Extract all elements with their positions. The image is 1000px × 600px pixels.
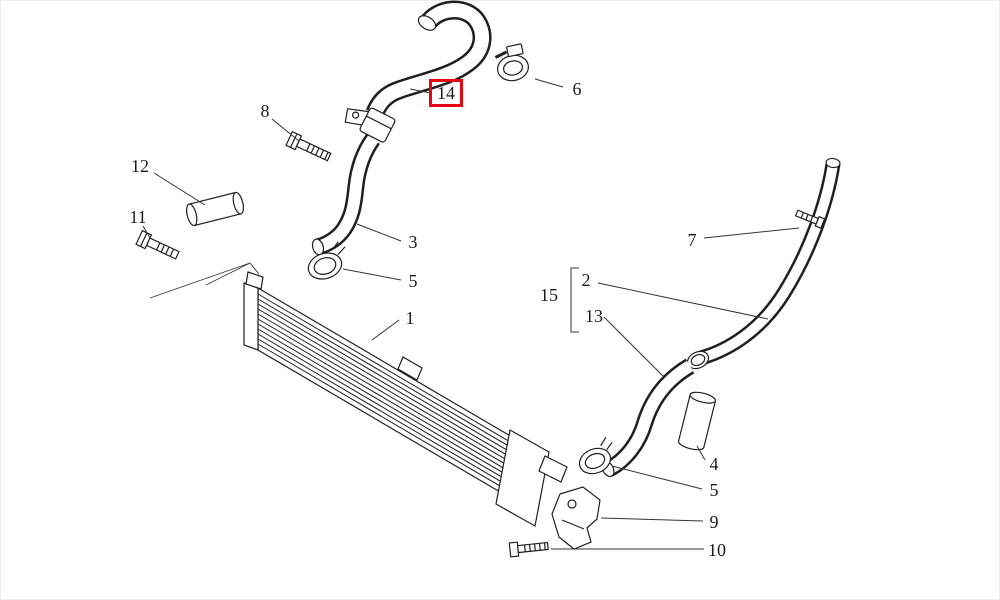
intercooler-outlet-port bbox=[538, 455, 568, 483]
mount-reference-lines bbox=[149, 262, 260, 299]
hose-14 bbox=[366, 0, 492, 117]
pipe-junction-bead bbox=[686, 350, 710, 370]
callout-10[interactable]: 10 bbox=[708, 540, 726, 560]
hose-3 bbox=[311, 134, 381, 256]
clamp-5-left bbox=[307, 241, 346, 280]
callout-13[interactable]: 13 bbox=[585, 306, 603, 326]
bracket-9 bbox=[551, 486, 601, 550]
intercooler-right-tank bbox=[495, 429, 550, 527]
callout-4[interactable]: 4 bbox=[709, 454, 719, 474]
callout-5-right[interactable]: 5 bbox=[709, 480, 719, 500]
bolt-8 bbox=[285, 130, 332, 162]
intercooler-mount-tab bbox=[245, 271, 264, 290]
callout-1[interactable]: 1 bbox=[405, 308, 415, 328]
callout-8[interactable]: 8 bbox=[260, 101, 270, 121]
callout-12[interactable]: 12 bbox=[131, 156, 149, 176]
clamp-6 bbox=[494, 43, 529, 82]
callout-7[interactable]: 7 bbox=[687, 230, 697, 250]
sleeve-4 bbox=[677, 391, 717, 451]
callout-14[interactable]: 14 bbox=[429, 79, 463, 107]
bracket-15-lines bbox=[570, 267, 579, 333]
callout-3[interactable]: 3 bbox=[408, 232, 418, 252]
callout-9[interactable]: 9 bbox=[709, 512, 719, 532]
screw-7 bbox=[794, 209, 826, 229]
callout-5-left[interactable]: 5 bbox=[408, 271, 418, 291]
callout-2[interactable]: 2 bbox=[581, 270, 591, 290]
intercooler bbox=[243, 271, 568, 527]
hose-13 bbox=[601, 358, 695, 478]
intercooler-top-bracket bbox=[397, 356, 423, 381]
clamp-5-right bbox=[578, 436, 613, 475]
bolt-11 bbox=[135, 229, 180, 260]
pipe-2 bbox=[698, 157, 841, 366]
callout-15[interactable]: 15 bbox=[540, 285, 558, 305]
screw-10 bbox=[508, 541, 549, 558]
callout-6[interactable]: 6 bbox=[572, 79, 582, 99]
flange-connector bbox=[344, 107, 396, 143]
callout-11[interactable]: 11 bbox=[129, 207, 147, 227]
spacer-12 bbox=[185, 191, 245, 227]
leader-lines bbox=[142, 78, 800, 550]
